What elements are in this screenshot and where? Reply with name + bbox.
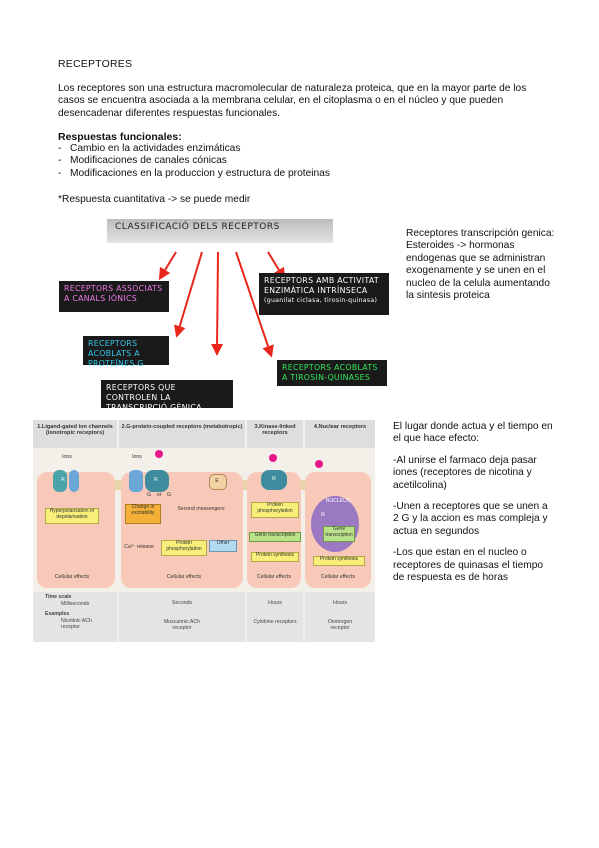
- hyperpolarisation-box: Hyperpolarisation or depolarisation: [45, 508, 99, 524]
- or-label: or: [156, 492, 162, 498]
- receptor-r-label: R: [321, 512, 325, 518]
- classification-title: CLASSIFICACIÓ DELS RECEPTORS: [107, 219, 333, 243]
- cellular-effects-label: Cellular effects: [166, 574, 202, 580]
- enzymatic-receptors-sub: (guanilat ciclasa, tirosin-quinasa): [264, 297, 378, 304]
- side-note-paragraph: -Los que estan en el nucleo o receptores…: [393, 547, 544, 584]
- receptor-r-label: R: [272, 476, 276, 482]
- ion-channel-icon: [53, 470, 67, 492]
- protein-phosphorylation-box: Protein phosphorylation: [251, 502, 299, 518]
- arrow: [267, 251, 286, 281]
- figure-footer-cell: Hours Oestrogen receptor: [305, 592, 375, 642]
- side-note-paragraph: El lugar donde actua y el tiempo en el q…: [393, 421, 553, 445]
- second-messengers-label: Second messengers: [177, 506, 225, 512]
- g-protein-receptors-box: RECEPTORS ACOBLATS A PROTEÏNES G: [83, 336, 169, 368]
- figure-header: 4.Nuclear receptors: [305, 420, 375, 448]
- ion-channel-icon: [69, 470, 79, 492]
- time-scale-value: Milliseconds: [61, 600, 90, 607]
- cell-panel-2: [121, 472, 243, 588]
- g-protein-label: G: [146, 492, 152, 498]
- ions-label: Ions: [62, 454, 72, 460]
- gene-transcription-box: Gene transcription: [323, 526, 355, 542]
- response-item: Modificaciones de canales cónicas: [58, 155, 330, 167]
- figure-header: 1.Ligand-gated ion channels (ionotropic …: [33, 420, 117, 448]
- example-value: Muscarinic ACh receptor: [163, 618, 201, 632]
- ion-channel-icon: [129, 470, 143, 492]
- response-item: Modificaciones en la produccion y estruc…: [58, 168, 330, 180]
- cellular-effects-label: Cellular effects: [54, 574, 90, 580]
- effector-e-label: E: [215, 478, 219, 484]
- arrow: [211, 251, 224, 356]
- change-excitability-box: Change in excitability: [125, 504, 161, 524]
- tyrosine-kinase-receptors-box: RECEPTORS ACOBLATS A TIROSIN-QUINASES: [277, 360, 387, 386]
- ligand-icon: [269, 454, 277, 462]
- kinase-receptor-icon: [261, 470, 287, 490]
- cellular-effects-label: Cellular effects: [256, 574, 292, 580]
- receptor-types-figure: 1.Ligand-gated ion channels (ionotropic …: [33, 420, 375, 642]
- ions-label: Ions: [132, 454, 142, 460]
- example-value: Oestrogen receptor: [327, 618, 353, 632]
- example-value: Nicotinic ACh receptor: [61, 617, 92, 631]
- time-scale-label: Time scale: [45, 594, 72, 600]
- figure-footer-cell: Time scale Milliseconds Examples Nicotin…: [33, 592, 117, 642]
- time-scale-value: Hours: [333, 600, 347, 606]
- responses-heading: Respuestas funcionales:: [58, 131, 182, 143]
- responses-list: Cambio en la actividades enzimáticas Mod…: [58, 143, 330, 180]
- receptor-r-label: R: [61, 477, 65, 483]
- examples-label: Examples: [45, 611, 70, 618]
- figure-footer-cell: Seconds Muscarinic ACh receptor: [119, 592, 245, 642]
- response-item: Cambio en la actividades enzimáticas: [58, 143, 330, 155]
- figure-header: 3.Kinase-linked receptors: [247, 420, 303, 448]
- gene-transcription-box: Gene transcription: [249, 532, 301, 542]
- figure-footer-cell: Hours Cytokine receptors: [247, 592, 303, 642]
- protein-synthesis-box: Protein synthesis: [313, 556, 365, 566]
- enzymatic-receptors-label: RECEPTORS AMB ACTIVITAT ENZIMÀTICA INTRÍ…: [264, 276, 379, 295]
- cellular-effects-label: Cellular effects: [320, 574, 356, 580]
- time-scale-value: Seconds: [171, 600, 193, 606]
- arrow: [235, 251, 274, 358]
- cell-panel-3: [247, 472, 301, 588]
- arrow: [158, 251, 177, 281]
- ligand-icon: [315, 460, 323, 468]
- receptor-r-label: R: [154, 477, 158, 483]
- gpcr-receptor-icon: [145, 470, 169, 492]
- ligand-icon: [155, 450, 163, 458]
- quantitative-note: *Respuesta cuantitativa -> se puede medi…: [58, 194, 251, 205]
- arrow: [173, 251, 203, 338]
- ca-release-label: Ca²⁺ release: [124, 544, 154, 550]
- classification-arrows: [158, 251, 286, 358]
- g-protein-label: G: [166, 492, 172, 498]
- time-scale-value: Hours: [268, 600, 282, 606]
- gene-transcription-receptors-box: RECEPTORS QUE CONTROLEN LA TRANSCRIPCIÓ …: [101, 380, 233, 412]
- ion-channel-receptors-box: RECEPTORS ASSOCIATS A CANALS IÒNICS: [59, 281, 169, 312]
- side-note-response-time: El lugar donde actua y el tiempo en el q…: [393, 421, 553, 593]
- side-note-paragraph: -Unen a receptores que se unen a 2 G y l…: [393, 501, 548, 537]
- other-box: Other: [209, 540, 237, 552]
- intro-paragraph: Los receptores son una estructura macrom…: [58, 83, 527, 119]
- nucleus-label: NUCLEUS: [325, 498, 351, 504]
- side-note-transcription: Receptores transcripción genica: Esteroi…: [406, 228, 555, 302]
- page-title: RECEPTORES: [58, 58, 133, 70]
- enzymatic-receptors-box: RECEPTORS AMB ACTIVITAT ENZIMÀTICA INTRÍ…: [259, 273, 389, 315]
- example-value: Cytokine receptors: [253, 618, 297, 625]
- nucleus-icon: [311, 496, 359, 552]
- effector-icon: [209, 474, 227, 490]
- side-note-paragraph: -Al unirse el farmaco deja pasar iones (…: [393, 454, 537, 491]
- figure-header: 2.G-protein-coupled receptors (metabotro…: [119, 420, 245, 448]
- protein-synthesis-box: Protein synthesis: [251, 552, 299, 562]
- protein-phosphorylation-box: Protein phosphorylation: [161, 540, 207, 556]
